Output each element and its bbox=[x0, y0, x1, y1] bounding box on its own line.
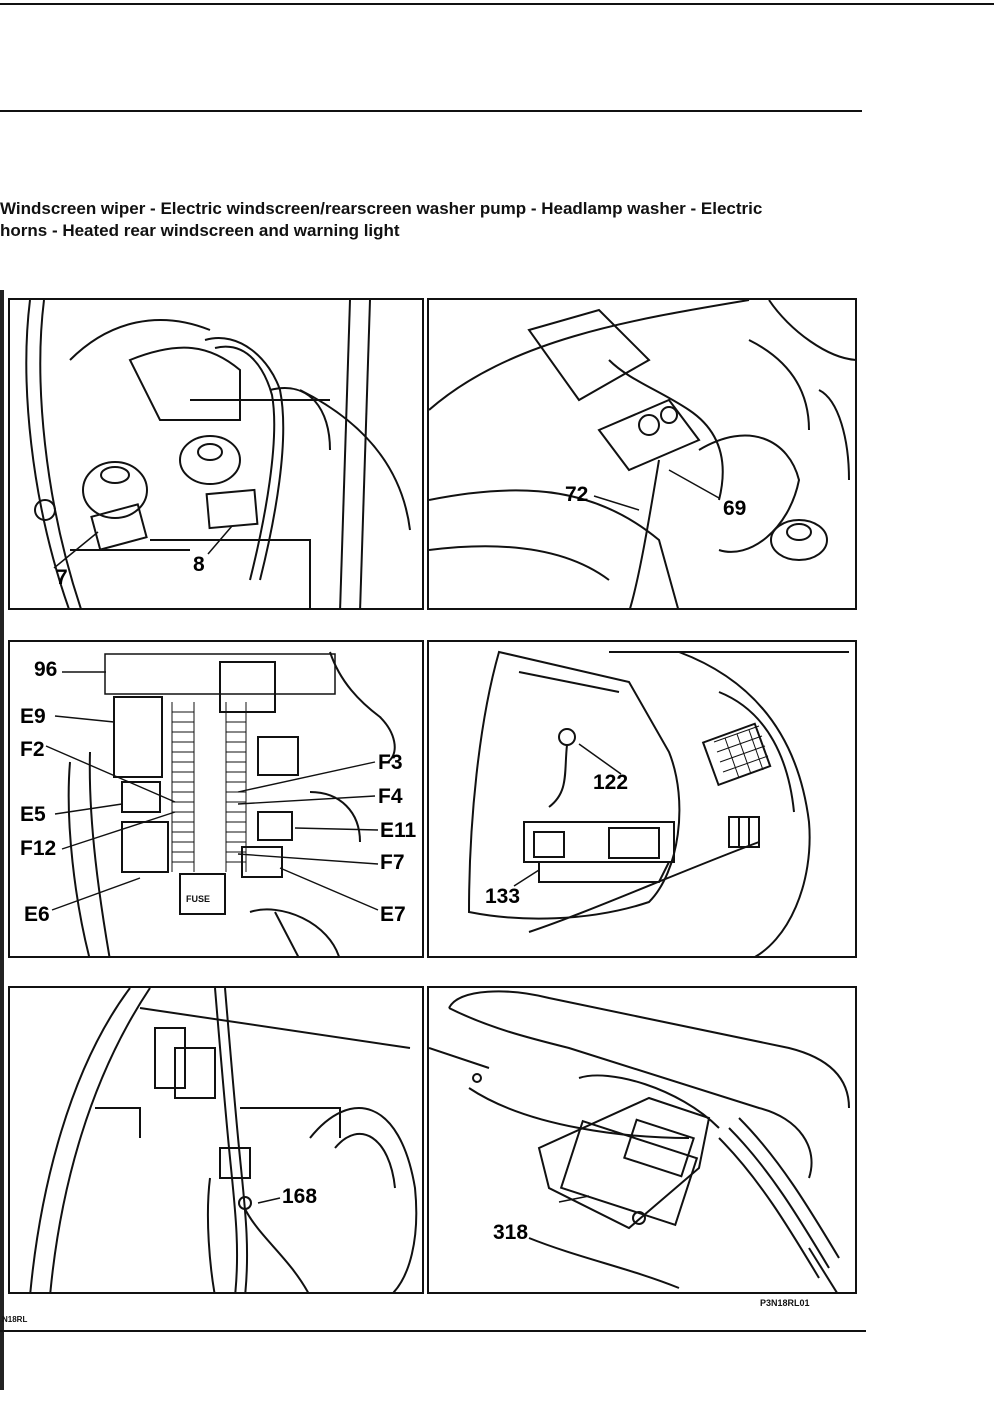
dashboard-illustration bbox=[467, 650, 849, 956]
callout-7: 7 bbox=[56, 566, 68, 589]
callout-F4: F4 bbox=[378, 785, 403, 808]
callout-168: 168 bbox=[282, 1185, 318, 1208]
callout-318: 318 bbox=[493, 1221, 529, 1244]
callout-F3: F3 bbox=[378, 751, 403, 774]
fusebox-illustration bbox=[45, 651, 396, 956]
panel-seat-module: 318 bbox=[427, 986, 857, 1294]
callout-F12: F12 bbox=[20, 837, 57, 860]
callout-8: 8 bbox=[193, 553, 205, 576]
callout-E6: E6 bbox=[24, 903, 50, 926]
callout-F7: F7 bbox=[380, 851, 405, 874]
callout-F2: F2 bbox=[20, 738, 45, 761]
seat-module-illustration bbox=[429, 990, 850, 1292]
fuse-tool-label: FUSE bbox=[186, 894, 211, 904]
washer-pump-illustration bbox=[429, 300, 855, 608]
top-edge-rule bbox=[0, 3, 994, 5]
callout-72: 72 bbox=[565, 483, 589, 506]
callout-E7: E7 bbox=[380, 903, 406, 926]
horns-illustration bbox=[25, 300, 411, 608]
callout-E9: E9 bbox=[20, 705, 46, 728]
callout-133: 133 bbox=[485, 885, 521, 908]
callout-E11: E11 bbox=[380, 819, 417, 842]
callout-E5: E5 bbox=[20, 803, 46, 826]
scan-edge-band bbox=[0, 290, 4, 1390]
page-heading: Windscreen wiper - Electric windscreen/r… bbox=[0, 199, 763, 240]
panel-dashboard: 122 133 bbox=[427, 640, 857, 958]
panel-horns: 7 8 bbox=[8, 298, 424, 610]
callout-69: 69 bbox=[723, 497, 747, 520]
callout-96: 96 bbox=[34, 658, 58, 681]
panel-rear-connector: 168 bbox=[8, 986, 424, 1294]
header-rule bbox=[0, 110, 862, 112]
panel-washer-pump: 72 69 bbox=[427, 298, 857, 610]
panel-fusebox: 96 E9 F2 E5 F12 E6 F3 F4 E11 F7 E7 FUSE bbox=[8, 640, 424, 958]
figure-code: P3N18RL01 bbox=[760, 1298, 810, 1308]
footer-rule bbox=[0, 1330, 866, 1332]
callout-122: 122 bbox=[593, 771, 629, 794]
rear-connector-illustration bbox=[29, 988, 418, 1292]
page-reference: N18RL bbox=[2, 1315, 28, 1324]
